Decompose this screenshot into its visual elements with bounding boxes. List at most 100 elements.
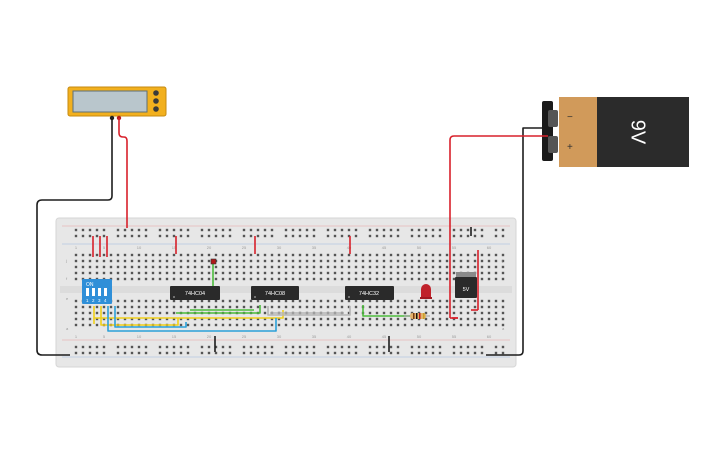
breadboard-hole[interactable] [74,299,78,303]
breadboard-hole[interactable] [354,311,358,315]
breadboard-hole[interactable] [130,271,134,275]
breadboard-hole[interactable] [312,259,316,263]
breadboard-hole[interactable] [417,323,421,327]
breadboard-hole[interactable] [249,277,253,281]
breadboard-hole[interactable] [249,253,253,257]
breadboard-hole[interactable] [228,305,232,309]
breadboard-hole[interactable] [298,228,302,232]
breadboard-hole[interactable] [221,345,225,349]
breadboard-hole[interactable] [277,259,281,263]
breadboard-hole[interactable] [487,317,491,321]
breadboard-hole[interactable] [396,311,400,315]
breadboard-hole[interactable] [130,305,134,309]
breadboard-hole[interactable] [466,265,470,269]
breadboard-hole[interactable] [102,265,106,269]
breadboard-hole[interactable] [284,317,288,321]
breadboard-hole[interactable] [109,317,113,321]
breadboard-hole[interactable] [95,305,99,309]
breadboard-hole[interactable] [459,234,463,238]
breadboard-hole[interactable] [284,277,288,281]
breadboard-hole[interactable] [214,345,218,349]
breadboard-hole[interactable] [172,311,176,315]
breadboard-hole[interactable] [186,345,190,349]
breadboard-hole[interactable] [389,271,393,275]
breadboard-hole[interactable] [340,317,344,321]
breadboard-hole[interactable] [158,317,162,321]
breadboard-hole[interactable] [235,265,239,269]
breadboard-hole[interactable] [95,351,99,355]
breadboard-hole[interactable] [431,228,435,232]
breadboard-hole[interactable] [466,228,470,232]
breadboard-hole[interactable] [501,305,505,309]
breadboard-hole[interactable] [375,345,379,349]
breadboard-hole[interactable] [354,271,358,275]
breadboard-hole[interactable] [487,259,491,263]
breadboard-hole[interactable] [445,259,449,263]
breadboard-hole[interactable] [396,323,400,327]
breadboard-hole[interactable] [473,253,477,257]
breadboard-hole[interactable] [417,277,421,281]
breadboard-hole[interactable] [137,253,141,257]
led-red[interactable] [420,284,432,299]
breadboard-hole[interactable] [452,228,456,232]
breadboard-hole[interactable] [326,299,330,303]
breadboard-hole[interactable] [88,271,92,275]
breadboard-hole[interactable] [382,271,386,275]
breadboard-hole[interactable] [403,277,407,281]
breadboard-hole[interactable] [95,234,99,238]
breadboard-hole[interactable] [74,234,78,238]
breadboard-hole[interactable] [74,265,78,269]
wire-blue[interactable] [107,306,277,332]
breadboard-hole[interactable] [466,299,470,303]
breadboard-hole[interactable] [95,228,99,232]
breadboard-hole[interactable] [291,299,295,303]
breadboard-hole[interactable] [291,228,295,232]
breadboard-hole[interactable] [361,317,365,321]
breadboard-hole[interactable] [186,317,190,321]
breadboard-hole[interactable] [368,299,372,303]
breadboard-hole[interactable] [193,253,197,257]
breadboard-hole[interactable] [81,345,85,349]
breadboard-hole[interactable] [270,265,274,269]
breadboard-hole[interactable] [403,259,407,263]
breadboard-hole[interactable] [382,259,386,263]
breadboard-hole[interactable] [95,265,99,269]
breadboard-hole[interactable] [438,234,442,238]
breadboard-hole[interactable] [214,299,218,303]
breadboard-hole[interactable] [249,351,253,355]
breadboard-hole[interactable] [123,265,127,269]
breadboard-hole[interactable] [389,228,393,232]
breadboard-hole[interactable] [347,259,351,263]
breadboard-hole[interactable] [158,351,162,355]
breadboard-hole[interactable] [494,311,498,315]
breadboard-hole[interactable] [382,277,386,281]
breadboard-hole[interactable] [151,277,155,281]
breadboard-hole[interactable] [137,234,141,238]
breadboard-hole[interactable] [102,317,106,321]
breadboard-hole[interactable] [480,277,484,281]
breadboard-hole[interactable] [284,265,288,269]
breadboard-hole[interactable] [158,311,162,315]
breadboard-hole[interactable] [81,351,85,355]
breadboard-hole[interactable] [347,345,351,349]
breadboard-hole[interactable] [214,265,218,269]
chip-74hc32[interactable]: 74HC32 [345,286,394,300]
breadboard-hole[interactable] [368,305,372,309]
breadboard-hole[interactable] [284,228,288,232]
breadboard-hole[interactable] [81,259,85,263]
breadboard-hole[interactable] [431,277,435,281]
breadboard-hole[interactable] [480,311,484,315]
breadboard-hole[interactable] [172,351,176,355]
breadboard-hole[interactable] [95,317,99,321]
breadboard-hole[interactable] [277,265,281,269]
breadboard-hole[interactable] [291,317,295,321]
breadboard-hole[interactable] [368,351,372,355]
breadboard-hole[interactable] [130,351,134,355]
breadboard-hole[interactable] [284,253,288,257]
breadboard-hole[interactable] [81,253,85,257]
breadboard-hole[interactable] [298,277,302,281]
breadboard-hole[interactable] [123,317,127,321]
breadboard-hole[interactable] [242,277,246,281]
breadboard-hole[interactable] [263,271,267,275]
breadboard-hole[interactable] [298,317,302,321]
